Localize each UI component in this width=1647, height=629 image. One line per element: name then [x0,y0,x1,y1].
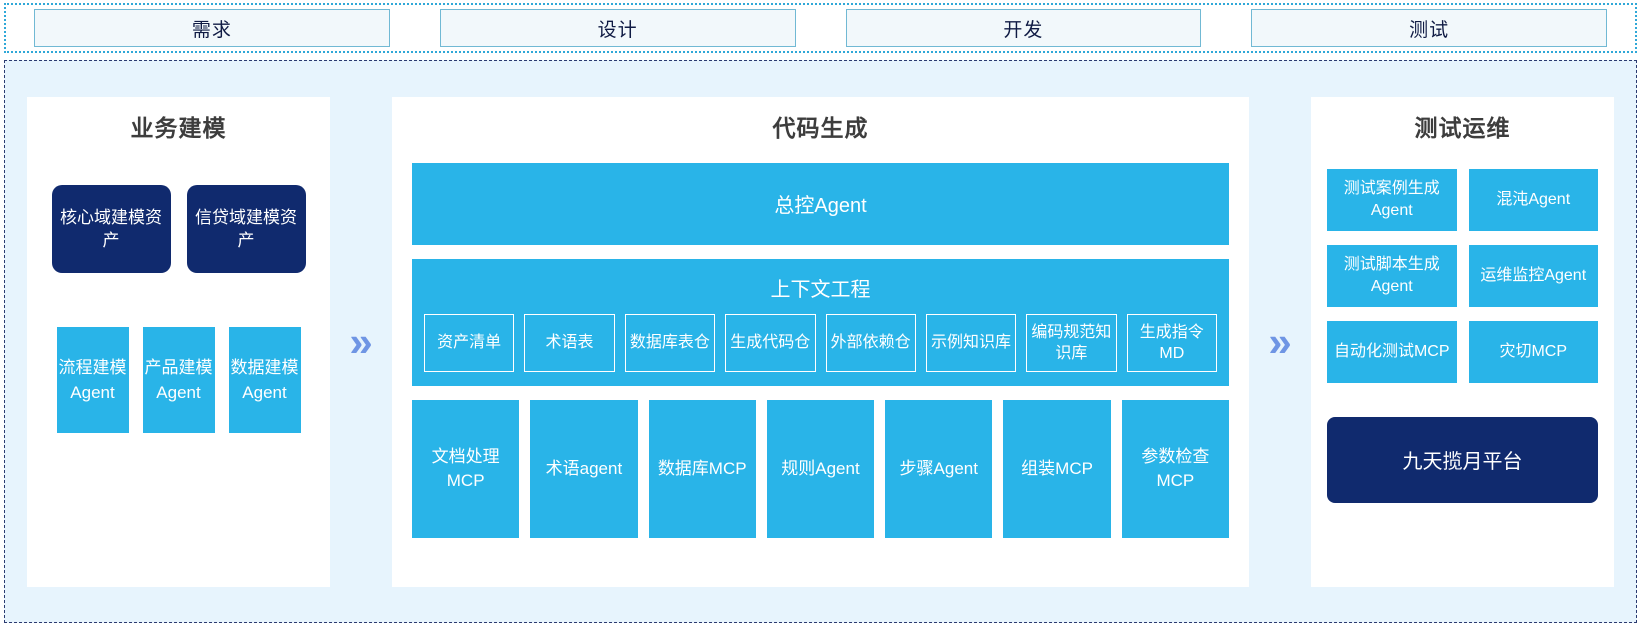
agent-box-product-modeling[interactable]: 产品建模Agent [142,326,215,433]
context-box-generated-code-repo[interactable]: 生成代码仓 [725,313,816,372]
context-box-example-knowledge-base[interactable]: 示例知识库 [925,313,1017,372]
asset-box-core-domain[interactable]: 核心域建模资产 [51,184,171,273]
chevron-right-icon-right: » [1268,317,1292,365]
ops-box-test-case-generation-agent[interactable]: 测试案例生成Agent [1327,168,1457,231]
context-engineering-title: 上下文工程 [770,278,871,301]
panel-title-test-ops: 测试运维 [1414,114,1511,141]
panel-title-business-modeling: 业务建模 [130,114,227,141]
tool-box-step-agent[interactable]: 步骤Agent [885,399,993,538]
panel-code-generation: 代码生成 总控Agent 上下文工程 资产清单 术语表 数据库表仓 生成代码仓 … [392,96,1249,587]
ops-box-test-script-generation-agent[interactable]: 测试脚本生成Agent [1327,244,1457,307]
ops-box-disaster-switch-mcp[interactable]: 灾切MCP [1468,320,1598,383]
ops-box-grid: 测试案例生成Agent 混沌Agent 测试脚本生成Agent 运维监控Agen… [1327,168,1598,383]
panel-business-modeling: 业务建模 核心域建模资产 信贷域建模资产 流程建模Agent 产品建模Agent… [27,96,330,587]
context-box-coding-standard-knowledge-base[interactable]: 编码规范知识库 [1026,313,1117,372]
phase-box-development[interactable]: 开发 [845,9,1202,47]
chevron-right-icon-left: » [349,317,373,365]
context-box-asset-list[interactable]: 资产清单 [424,313,515,372]
tool-box-glossary-agent[interactable]: 术语agent [530,399,638,538]
context-box-glossary[interactable]: 术语表 [524,313,615,372]
tool-box-assembly-mcp[interactable]: 组装MCP [1003,399,1111,538]
tool-box-parameter-check-mcp[interactable]: 参数检查MCP [1121,399,1229,538]
ops-box-automated-test-mcp[interactable]: 自动化测试MCP [1327,320,1457,383]
main-container: 业务建模 核心域建模资产 信贷域建模资产 流程建模Agent 产品建模Agent… [4,60,1637,623]
agent-box-process-modeling[interactable]: 流程建模Agent [56,326,129,433]
context-box-generation-instruction-md[interactable]: 生成指令MD [1126,313,1217,372]
master-agent-banner[interactable]: 总控Agent [412,162,1229,245]
agent-box-data-modeling[interactable]: 数据建模Agent [228,326,301,433]
panel-title-code-generation: 代码生成 [772,114,869,141]
asset-box-row: 核心域建模资产 信贷域建模资产 [27,184,330,273]
platform-box-jiutian-lanyue[interactable]: 九天揽月平台 [1327,416,1598,503]
tool-box-row: 文档处理MCP 术语agent 数据库MCP 规则Agent 步骤Agent 组… [412,399,1229,538]
context-item-row: 资产清单 术语表 数据库表仓 生成代码仓 外部依赖仓 示例知识库 编码规范知识库… [424,313,1217,372]
modeling-agent-row: 流程建模Agent 产品建模Agent 数据建模Agent [27,326,330,433]
asset-box-credit-domain[interactable]: 信贷域建模资产 [186,184,306,273]
tool-box-database-mcp[interactable]: 数据库MCP [648,399,756,538]
panel-test-ops: 测试运维 测试案例生成Agent 混沌Agent 测试脚本生成Agent 运维监… [1311,96,1614,587]
phase-box-requirements[interactable]: 需求 [34,9,390,47]
tool-box-document-processing-mcp[interactable]: 文档处理MCP [412,399,520,538]
context-box-db-table-repo[interactable]: 数据库表仓 [624,313,716,372]
ops-box-chaos-agent[interactable]: 混沌Agent [1468,168,1598,231]
ops-box-ops-monitoring-agent[interactable]: 运维监控Agent [1468,244,1598,307]
phase-strip: 需求 设计 开发 测试 [4,3,1637,53]
tool-box-rule-agent[interactable]: 规则Agent [766,399,875,538]
context-engineering-block: 上下文工程 资产清单 术语表 数据库表仓 生成代码仓 外部依赖仓 示例知识库 编… [412,258,1229,386]
phase-box-testing[interactable]: 测试 [1251,9,1607,47]
context-box-external-dependency-repo[interactable]: 外部依赖仓 [825,313,916,372]
phase-box-design[interactable]: 设计 [439,9,796,47]
